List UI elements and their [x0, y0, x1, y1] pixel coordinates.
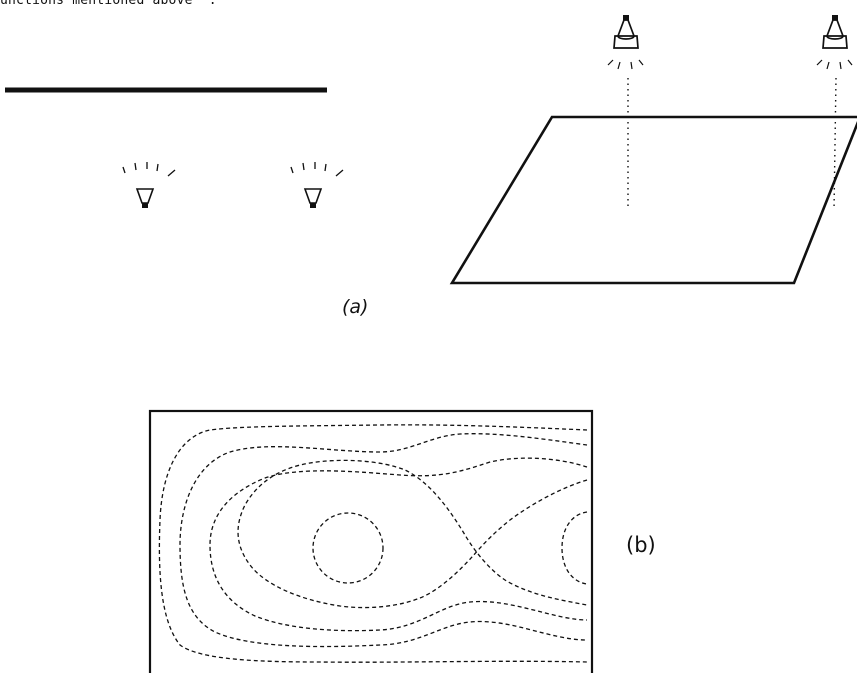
lamp-icon [816, 15, 853, 70]
dotted-beam-icon [833, 77, 837, 211]
lamp-icon [607, 15, 644, 70]
light-ray-icon [607, 59, 644, 70]
header-text: unctions mentioned above . [0, 0, 217, 8]
lamp-icon [290, 162, 344, 208]
light-ray-icon [122, 162, 176, 177]
plate-icon [449, 115, 857, 285]
figure-label-a: (a) [342, 296, 369, 318]
light-ray-icon [816, 59, 853, 70]
contour-frame [148, 409, 594, 673]
figure-label-b: (b) [626, 533, 656, 557]
light-ray-icon [290, 162, 344, 177]
contour-icon [158, 424, 588, 663]
lamp-icon [122, 162, 176, 208]
